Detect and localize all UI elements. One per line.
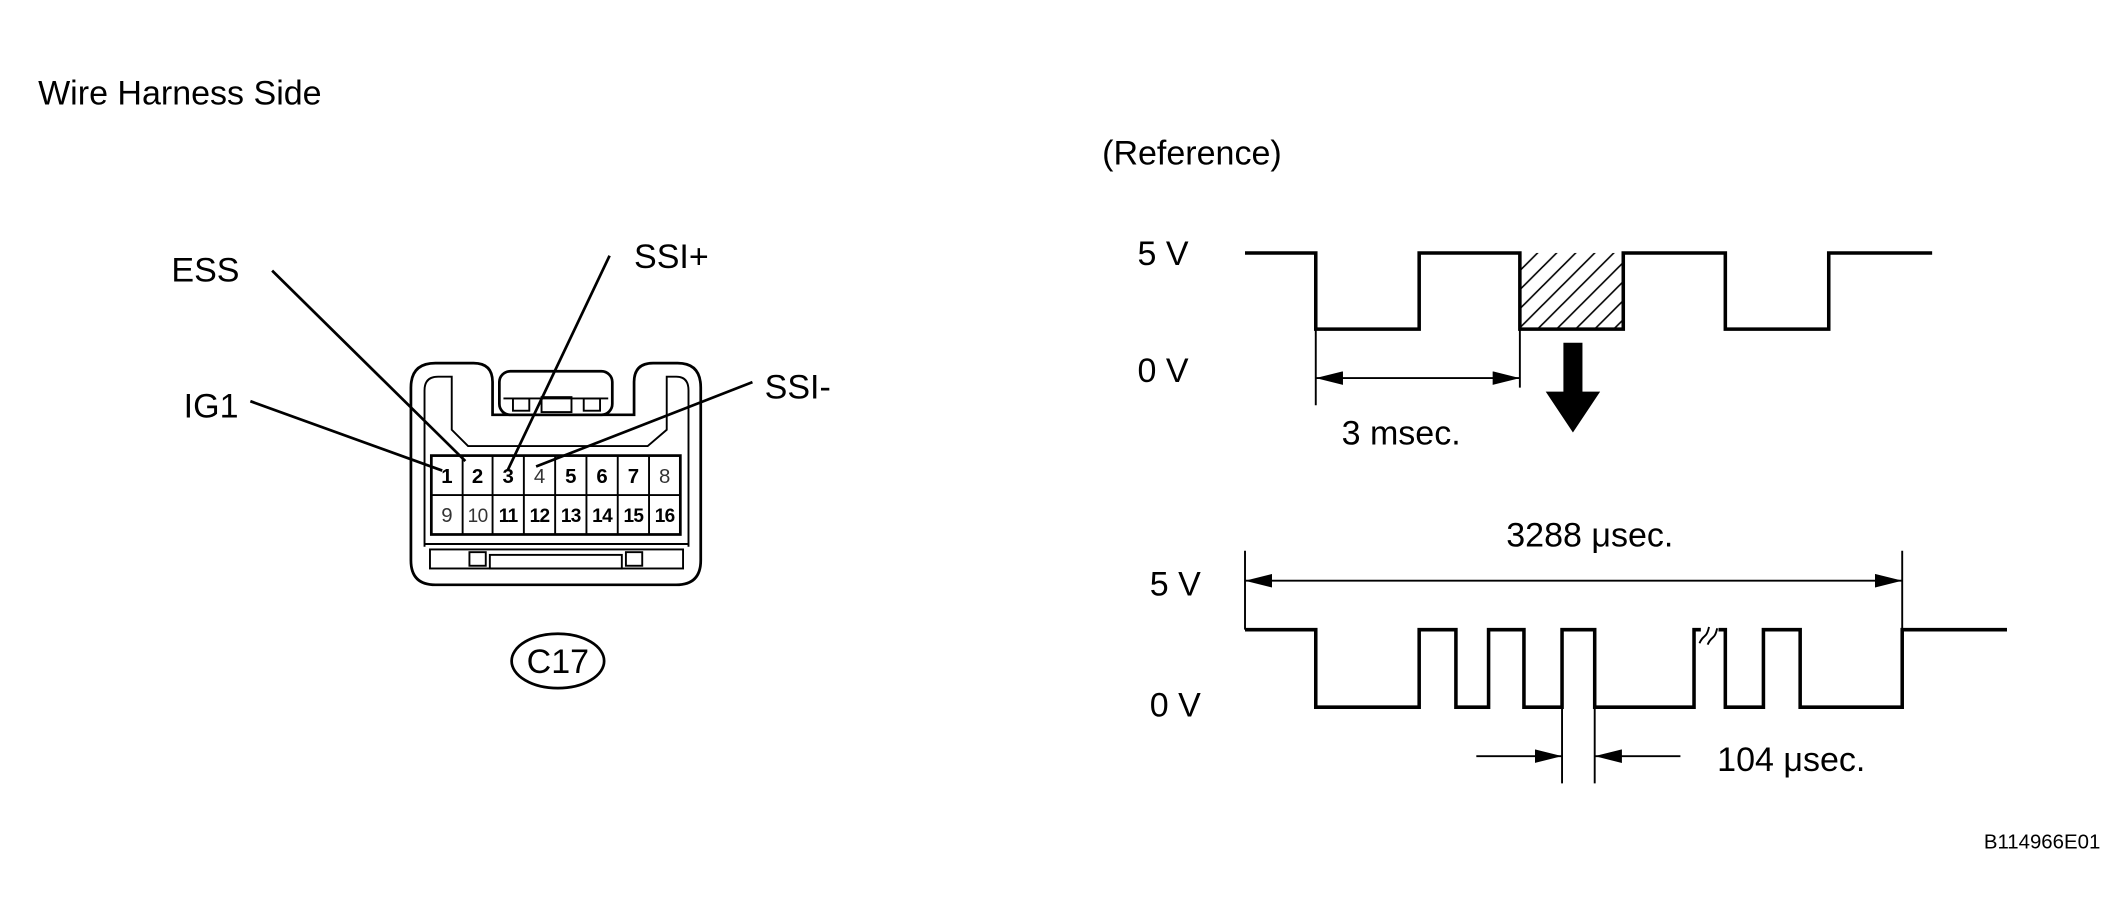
connector-outline [409, 361, 703, 587]
highlighted-pulse [1519, 252, 1624, 330]
connector-id-badge [510, 632, 606, 690]
pin-label: 14 [592, 506, 613, 527]
connector-bottom-bar [429, 548, 685, 570]
connector-id: C17 [527, 643, 589, 681]
pin-label: 1 [441, 466, 452, 488]
bottom-slot-left [468, 551, 487, 567]
pin-label: 7 [628, 466, 639, 488]
diagram-title: Wire Harness Side [38, 75, 321, 113]
connector-c17: 1 2 3 4 5 6 7 8 9 10 11 12 13 14 15 16 [409, 361, 703, 587]
pin-label: 9 [441, 505, 452, 527]
terminal-label-ess: ESS [171, 252, 239, 290]
pin-label: 11 [499, 506, 519, 527]
terminal-label-ig1: IG1 [184, 388, 239, 426]
frame-duration-label: 3288 μsec. [1506, 517, 1673, 555]
pin-label: 16 [655, 506, 675, 527]
period-extension-lines [1314, 329, 1521, 406]
pin-label: 12 [530, 506, 550, 527]
bottom-slot-right [624, 551, 644, 567]
pin-label: 13 [561, 506, 581, 527]
connector-inner-outline [423, 375, 690, 547]
lower-0v-label: 0 V [1150, 687, 1201, 725]
latch-rib-right [582, 397, 602, 412]
zoom-down-arrow-icon [1545, 342, 1601, 433]
pin-grid-lines [431, 455, 681, 535]
bit-duration-label: 104 μsec. [1717, 741, 1865, 779]
lower-waveform: 3288 μsec. 5 V 0 V 104 μsec. [1150, 517, 2007, 784]
latch-catch [540, 396, 573, 414]
upper-0v-label: 0 V [1138, 352, 1189, 390]
figure-code: B114966E01 [1984, 832, 2100, 854]
latch-rib-left [512, 397, 531, 412]
upper-signal-trace [1245, 251, 1933, 331]
pin-label: 5 [565, 466, 576, 488]
bottom-slot-center [488, 553, 623, 570]
bit-extension-lines [1561, 629, 1596, 784]
pin-label: 8 [659, 466, 670, 488]
ssi-plus-leader-line [506, 255, 611, 472]
lower-5v-label: 5 V [1150, 566, 1201, 604]
terminal-label-ssi-minus: SSI- [765, 368, 831, 406]
frame-extension-lines [1244, 550, 1904, 630]
upper-waveform: 5 V 0 V 3 msec. [1138, 235, 1933, 453]
terminal-label-ssi-plus: SSI+ [634, 238, 709, 276]
upper-5v-label: 5 V [1138, 235, 1189, 273]
lower-signal-trace [1245, 627, 2007, 709]
pin-label: 3 [503, 466, 514, 488]
pin-label: 10 [468, 506, 488, 527]
connector-latch [498, 369, 614, 417]
pin-label: 4 [534, 466, 545, 488]
reference-label: (Reference) [1102, 135, 1282, 173]
break-mark-icon [1698, 626, 1719, 646]
ssi-minus-leader-line [535, 380, 753, 468]
ig1-leader-line [249, 399, 443, 472]
pin-label: 2 [472, 466, 483, 488]
ess-leader-line [271, 269, 467, 463]
period-label: 3 msec. [1342, 415, 1461, 453]
pin-label: 6 [596, 466, 607, 488]
pin-label: 15 [623, 506, 644, 527]
